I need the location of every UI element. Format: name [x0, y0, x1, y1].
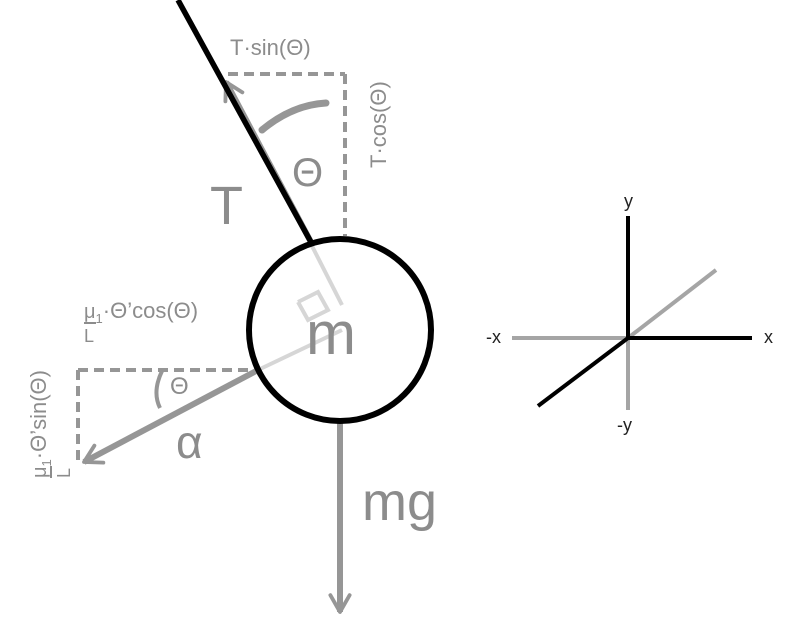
tension-y-label: T·cos(Θ): [366, 81, 391, 168]
y-pos-label: y: [624, 191, 633, 211]
theta-lower-label: Θ: [170, 373, 189, 400]
svg-text:μ1·Θ’cos(Θ): μ1·Θ’cos(Θ): [84, 298, 198, 326]
theta-lower-arc: [154, 370, 164, 409]
weight-label: mg: [362, 472, 437, 532]
friction-x-label: μ1·Θ’cos(Θ) L: [84, 298, 198, 346]
mass-label: m: [306, 300, 356, 367]
mass-circle: [246, 236, 434, 424]
y-neg-label: -y: [617, 415, 632, 435]
svg-text:L: L: [54, 468, 74, 478]
tension-x-label: T·sin(Θ): [230, 35, 311, 60]
axes-diagram: y -y x -x: [486, 191, 773, 435]
tension-label: T: [210, 176, 243, 236]
tension-components-dashes: [228, 72, 347, 236]
pendulum-string: [175, 0, 315, 246]
theta-upper-label: Θ: [292, 151, 323, 195]
friction-y-label: μ1·Θ’sin(Θ) L: [26, 370, 74, 478]
svg-text:L: L: [84, 326, 94, 346]
friction-arrow: [82, 367, 260, 465]
diagonal-black-axis: [536, 336, 630, 408]
x-neg-label: -x: [486, 327, 501, 347]
friction-components-dashes: [76, 368, 258, 460]
alpha-label: α: [176, 416, 203, 468]
helper-lines: [257, 245, 344, 372]
svg-text:μ1·Θ’sin(Θ): μ1·Θ’sin(Θ): [26, 370, 54, 478]
theta-upper-arc: [258, 99, 330, 134]
diagonal-gray-axis: [626, 268, 718, 340]
x-pos-label: x: [764, 327, 773, 347]
